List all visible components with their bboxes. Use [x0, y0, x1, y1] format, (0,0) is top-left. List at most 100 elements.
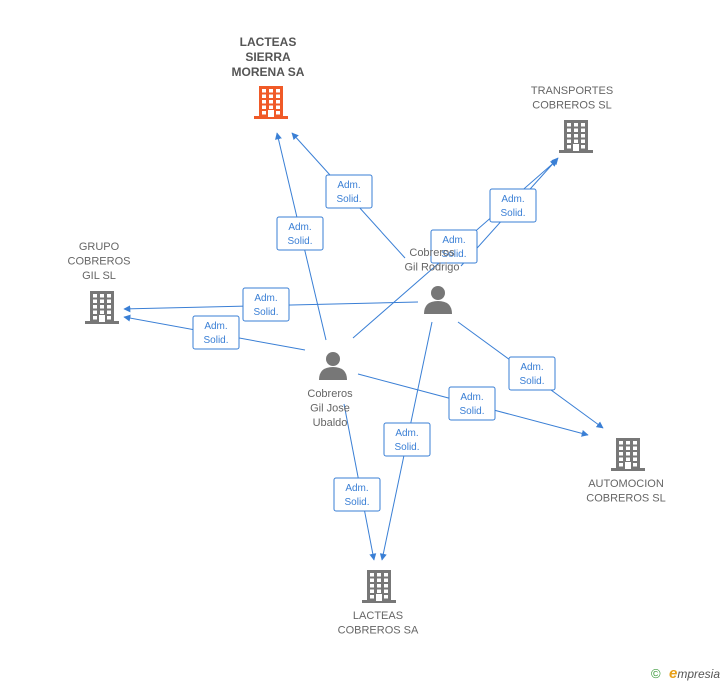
edge-label-text: Solid. [500, 208, 525, 219]
edge-label-text: Adm. [460, 392, 483, 403]
building-window [384, 573, 388, 577]
building-base [362, 600, 396, 603]
edge-label-jose-to-grupo[interactable]: Adm.Solid. [192, 315, 240, 350]
building-window [370, 595, 374, 599]
building-door [573, 144, 579, 151]
edge-label-text: Solid. [519, 376, 544, 387]
building-window [626, 441, 630, 445]
edge-label-jose-to-lacteas_cobreros[interactable]: Adm.Solid. [333, 477, 381, 512]
edge-label-box [325, 174, 373, 209]
edge-label-rodrigo-to-grupo[interactable]: Adm.Solid. [242, 287, 290, 322]
node-label-line: Gil Jose [310, 403, 350, 415]
person-body [319, 367, 347, 380]
node-label-line: COBREROS [68, 256, 131, 268]
building-window [276, 111, 280, 115]
node-label-line: COBREROS SL [586, 493, 665, 505]
building-window [377, 578, 381, 582]
building-window [626, 457, 630, 461]
building-door [625, 462, 631, 469]
edge-label-text: Solid. [336, 194, 361, 205]
edge-label-text: Adm. [204, 321, 227, 332]
building-window [626, 446, 630, 450]
node-label-line: MORENA SA [232, 65, 305, 79]
person-icon [319, 352, 347, 380]
building-window [93, 310, 97, 314]
building-window [93, 299, 97, 303]
building-window [269, 89, 273, 93]
building-icon [611, 438, 645, 471]
building-window [370, 589, 374, 593]
building-window [377, 584, 381, 588]
node-label-line: SIERRA [245, 50, 291, 64]
building-window [619, 452, 623, 456]
edge-label-rodrigo-to-lacteas_cobreros[interactable]: Adm.Solid. [383, 422, 431, 457]
building-window [107, 305, 111, 309]
edge-label-rodrigo-to-transportes[interactable]: Adm.Solid. [489, 188, 537, 223]
building-window [619, 441, 623, 445]
edge-label-box [508, 356, 556, 391]
edge-label-box [430, 229, 478, 264]
building-window [581, 128, 585, 132]
edge-label-rodrigo-to-lacteas_sierra[interactable]: Adm. Solid. [325, 174, 373, 209]
building-window [633, 463, 637, 467]
building-window [262, 89, 266, 93]
node-grupo[interactable]: GRUPO COBREROS GIL SL [68, 241, 131, 324]
building-icon [559, 120, 593, 153]
node-label-line: GIL SL [82, 270, 116, 282]
building-window [93, 316, 97, 320]
building-window [633, 446, 637, 450]
building-window [626, 452, 630, 456]
building-window [581, 134, 585, 138]
building-window [377, 589, 381, 593]
node-label-line: GRUPO [79, 241, 120, 253]
building-window [276, 89, 280, 93]
building-base [85, 321, 119, 324]
edge-label-text: Adm. [442, 235, 465, 246]
node-label-line: LACTEAS [353, 610, 403, 622]
building-window [100, 305, 104, 309]
edge-label-jose-to-transportes[interactable]: Adm. Solid. [430, 229, 478, 264]
building-window [276, 100, 280, 104]
footer-credit[interactable]: © empresia [651, 665, 720, 682]
building-window [633, 457, 637, 461]
brand-logo: empresia [669, 665, 720, 682]
building-window [276, 105, 280, 109]
building-window [107, 316, 111, 320]
building-window [633, 441, 637, 445]
node-label-line: AUTOMOCION [588, 478, 664, 490]
building-window [370, 584, 374, 588]
building-window [370, 578, 374, 582]
node-label-line: Ubaldo [313, 417, 348, 429]
edge-label-rodrigo-to-automocion[interactable]: Adm.Solid. [508, 356, 556, 391]
building-window [269, 105, 273, 109]
edge-label-jose-to-automocion[interactable]: Adm. Solid. [448, 386, 496, 421]
edge-label-box [242, 287, 290, 322]
edge-label-jose-to-lacteas_sierra[interactable]: Adm.Solid. [276, 216, 324, 251]
building-window [100, 299, 104, 303]
building-icon [85, 291, 119, 324]
building-window [581, 123, 585, 127]
building-window [100, 310, 104, 314]
edge-label-text: Solid. [253, 307, 278, 318]
edge-label-text: Adm. [337, 180, 360, 191]
building-window [377, 573, 381, 577]
node-label-line: Cobreros [409, 247, 455, 259]
edge-label-text: Solid. [441, 249, 466, 260]
building-window [93, 305, 97, 309]
building-window [262, 111, 266, 115]
edge-label-box [276, 216, 324, 251]
edge-label-text: Solid. [459, 406, 484, 417]
building-window [567, 145, 571, 149]
node-automocion[interactable]: AUTOMOCION COBREROS SL [586, 438, 666, 505]
building-window [100, 294, 104, 298]
edge-label-text: Adm. [345, 483, 368, 494]
node-label-line: LACTEAS [240, 35, 297, 49]
building-door [376, 594, 382, 601]
building-window [619, 446, 623, 450]
